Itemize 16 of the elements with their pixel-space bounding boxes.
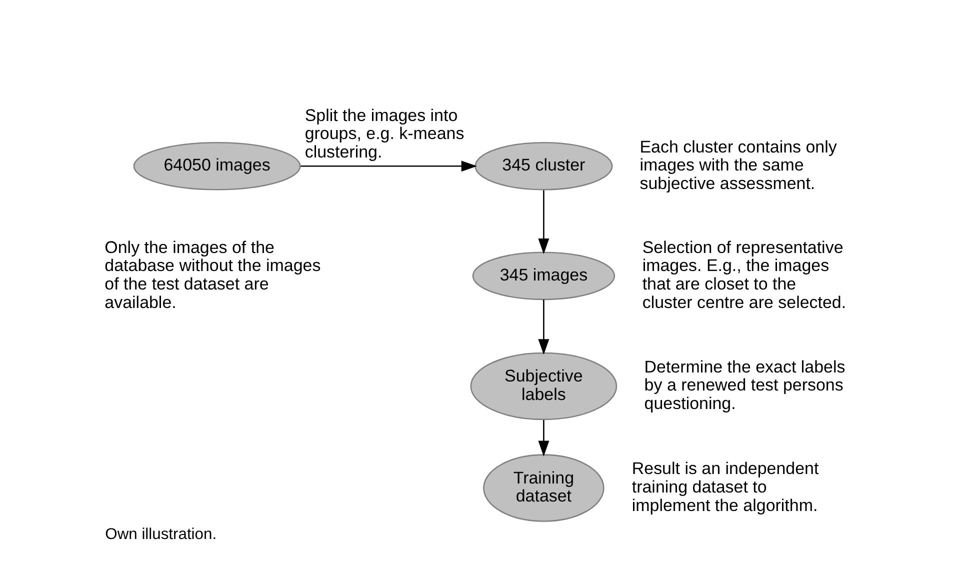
node-ellipse: Subjective labels [470, 352, 617, 420]
node-label: Only the images of the database without the images of the test dataset are available. [104, 238, 320, 312]
node-ellipse: 64050 images [132, 142, 300, 190]
edge-label: Split the images into groups, e.g. k-means clustering. [304, 106, 464, 162]
node-label: Result is an independent training dataset to implement the algorithm. [631, 459, 818, 515]
arrow [300, 160, 477, 172]
node-label: Each cluster contains only images with the same subjective assessment. [639, 137, 836, 193]
node-ellipse: 345 cluster [474, 142, 612, 190]
node-label: Determine the exact labels by a renewed test persons questioning. [644, 357, 845, 413]
caption: Own illustration. [104, 526, 216, 544]
node-ellipse: 345 images [472, 252, 615, 300]
node-ellipse: Training dataset [482, 454, 604, 522]
arrow [538, 420, 549, 456]
arrow [538, 190, 549, 254]
node-label: Selection of representative images. E.g., the images that are closet to the cluster centre are selected. [642, 238, 846, 312]
arrow [538, 300, 549, 355]
